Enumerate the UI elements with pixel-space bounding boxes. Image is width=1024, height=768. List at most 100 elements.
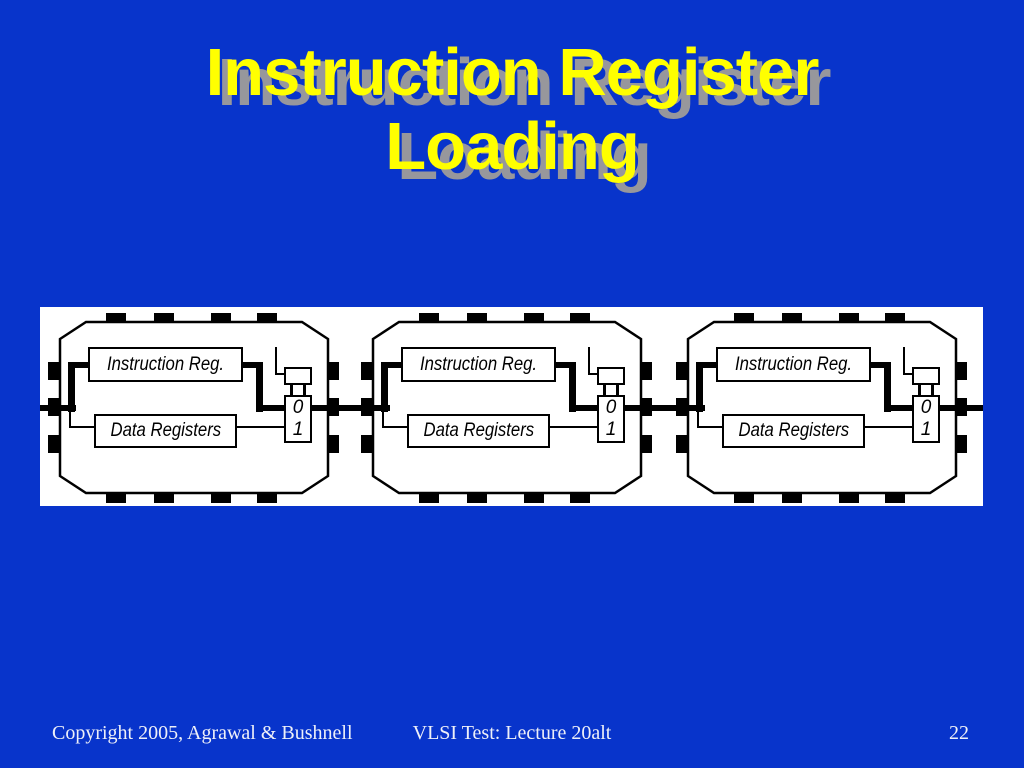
chip-pad [524,493,544,503]
chip-pad [257,493,277,503]
data-registers-label: Data Registers [738,420,849,441]
wire-select [275,347,277,375]
wire-select [588,373,599,375]
chip-pad [327,435,339,453]
chip-pad [570,313,590,323]
instruction-register-label: Instruction Reg. [419,353,538,375]
wire-scan-up [381,362,388,412]
chip-pad [734,493,754,503]
chip-pad [570,493,590,503]
scan-chain-wire [40,405,76,411]
chip-pad [955,362,967,380]
mux-box: 0 1 [912,395,940,443]
wire-scan-up [696,362,703,412]
wire-instruction-out [556,362,576,368]
mux-select-neck [303,384,306,396]
chip-pad [782,493,802,503]
wire-select [275,373,286,375]
chip-pad [48,362,60,380]
slide-title: Instruction Register Loading [0,36,1024,184]
wire-select [903,373,914,375]
mux-input-1-label: 1 [920,419,932,440]
wire-data-branch [382,410,384,428]
footer-copyright: Copyright 2005, Agrawal & Bushnell [52,722,353,744]
chip-pad [211,493,231,503]
scan-chain-wire [938,405,983,411]
wire-mux-input-0 [884,405,916,411]
chip-pad [467,493,487,503]
chip-pad [361,362,373,380]
chip-pad [676,435,688,453]
chip: Instruction Reg. Data Registers 0 1 [48,313,340,503]
chip-pad [361,435,373,453]
wire-instruction-down [256,362,263,412]
wire-data-in [382,426,408,428]
chip-pad [885,313,905,323]
mux-select-box [597,367,625,385]
wire-instruction-down [884,362,891,412]
chip: Instruction Reg. Data Registers 0 1 [676,313,968,503]
wire-data-in [697,426,723,428]
wire-data-out [237,426,286,428]
chip-pad [154,313,174,323]
chip-pad [327,362,339,380]
chip-pad [839,313,859,323]
data-registers-box: Data Registers [407,414,550,448]
wire-data-out [550,426,599,428]
scan-chain-wire [623,405,705,411]
mux-select-neck [290,384,293,396]
wire-data-branch [697,410,699,428]
chip-pad [782,313,802,323]
mux-select-box [284,367,312,385]
mux-input-0-label: 0 [605,397,617,418]
mux-input-0-label: 0 [292,397,304,418]
chip-pad [419,493,439,503]
wire-instruction-out [871,362,891,368]
mux-box: 0 1 [597,395,625,443]
data-registers-box: Data Registers [722,414,865,448]
chip-pad [419,313,439,323]
chip-pad [154,493,174,503]
mux-input-0-label: 0 [920,397,932,418]
wire-data-out [865,426,914,428]
wire-data-branch [69,410,71,428]
mux-select-neck [616,384,619,396]
chip-pad [106,313,126,323]
chip-pad [676,362,688,380]
scan-chain-wire [310,405,390,411]
mux-select-box [912,367,940,385]
wire-instruction-in [381,362,401,368]
chip-pad [839,493,859,503]
chip-pad [48,435,60,453]
mux-box: 0 1 [284,395,312,443]
mux-input-1-label: 1 [292,419,304,440]
footer-page-number: 22 [949,722,969,744]
wire-data-in [69,426,95,428]
title-line-1: Instruction Register [205,35,820,110]
chip-pad [734,313,754,323]
wire-mux-input-0 [256,405,288,411]
footer-lecture: VLSI Test: Lecture 20alt [412,722,612,744]
mux-select-neck [918,384,921,396]
chip-pad [106,493,126,503]
footer: Copyright 2005, Agrawal & Bushnell VLSI … [0,722,1024,748]
chip-pad [885,493,905,503]
instruction-register-label: Instruction Reg. [734,353,853,375]
instruction-register-label: Instruction Reg. [106,353,225,375]
data-registers-label: Data Registers [110,420,221,441]
wire-instruction-out [243,362,263,368]
chip-pad [257,313,277,323]
wire-select [588,347,590,375]
wire-instruction-in [696,362,716,368]
instruction-register-box: Instruction Reg. [716,347,871,382]
mux-select-neck [931,384,934,396]
instruction-register-box: Instruction Reg. [401,347,556,382]
wire-mux-input-0 [569,405,601,411]
chip-pad [640,435,652,453]
mux-input-1-label: 1 [605,419,617,440]
chip-pad [640,362,652,380]
chip-pad [955,435,967,453]
instruction-register-box: Instruction Reg. [88,347,243,382]
wire-select [903,347,905,375]
